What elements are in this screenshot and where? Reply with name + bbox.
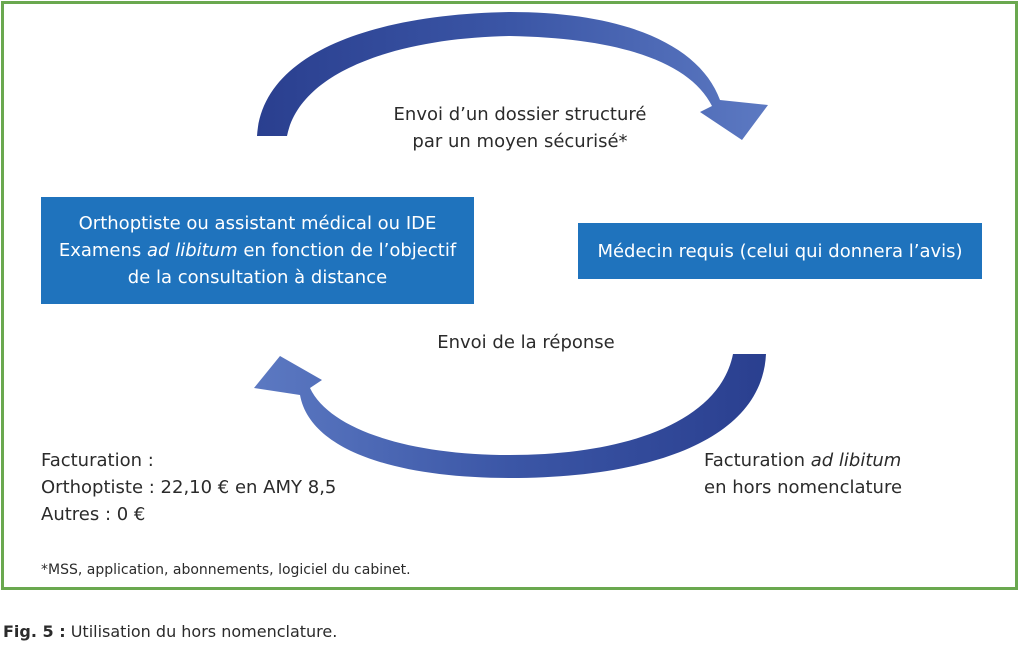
top-curved-arrow xyxy=(257,12,768,140)
right-actor-box: Médecin requis (celui qui donnera l’avis… xyxy=(578,223,982,279)
billing-left-line3: Autres : 0 € xyxy=(41,504,146,525)
left-box-line1: Orthoptiste ou assistant médical ou IDE xyxy=(78,213,437,234)
right-box-text: Médecin requis (celui qui donnera l’avis… xyxy=(597,240,963,262)
billing-right-line1: Facturation ad libitum xyxy=(704,447,1004,474)
top-arrow-label-line2: par un moyen sécurisé* xyxy=(412,131,628,152)
top-arrow-label: Envoi d’un dossier structuré par un moye… xyxy=(330,101,710,155)
left-box-line2-em: ad libitum xyxy=(147,240,238,261)
footnote: *MSS, application, abonnements, logiciel… xyxy=(41,562,411,578)
left-actor-box: Orthoptiste ou assistant médical ou IDE … xyxy=(41,197,474,304)
billing-right-line1-pre: Facturation xyxy=(704,450,811,471)
billing-right: Facturation ad libitum en hors nomenclat… xyxy=(704,447,1004,501)
billing-left: Facturation : Orthoptiste : 22,10 € en A… xyxy=(41,447,401,528)
bottom-curved-arrow xyxy=(254,354,766,478)
left-box-line3: de la consultation à distance xyxy=(127,267,388,288)
caption-text: Utilisation du hors nomenclature. xyxy=(65,622,338,641)
bottom-arrow-label: Envoi de la réponse xyxy=(437,332,615,353)
figure-caption: Fig. 5 : Utilisation du hors nomenclatur… xyxy=(3,622,337,641)
billing-left-line2: Orthoptiste : 22,10 € en AMY 8,5 xyxy=(41,477,337,498)
billing-right-line1-em: ad libitum xyxy=(810,450,902,471)
left-box-line2-post: en fonction de l’objectif xyxy=(237,240,457,261)
left-box-line2-pre: Examens xyxy=(58,240,148,261)
billing-left-line1: Facturation : xyxy=(41,450,154,471)
left-box-line2: Examens ad libitum en fonction de l’obje… xyxy=(59,237,456,264)
billing-right-line2: en hors nomenclature xyxy=(704,477,903,498)
top-arrow-label-line1: Envoi d’un dossier structuré xyxy=(393,104,647,125)
caption-label: Fig. 5 : xyxy=(3,622,66,641)
